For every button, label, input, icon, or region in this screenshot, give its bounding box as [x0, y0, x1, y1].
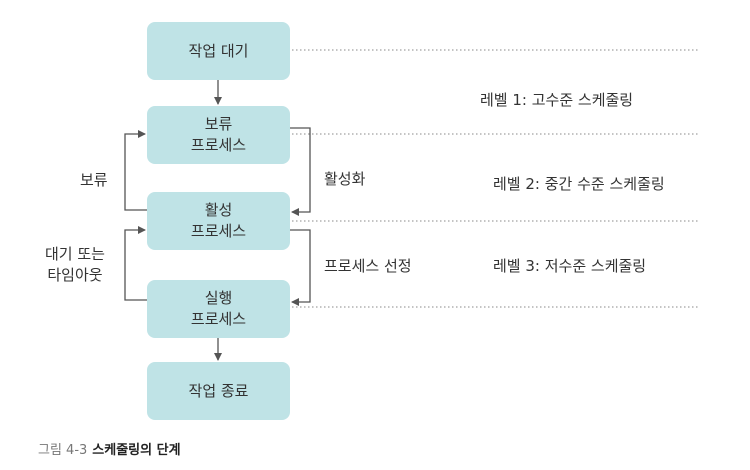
- box-active-process-label: 활성 프로세스: [190, 201, 247, 240]
- label-hold-loop: 보류: [80, 171, 108, 189]
- bracket-activate: [290, 127, 311, 216]
- box-hold-process-label: 보류 프로세스: [190, 115, 247, 154]
- bracket-select: [290, 229, 311, 306]
- label-activate: 활성화: [324, 170, 366, 188]
- box-active-process: 활성 프로세스: [147, 192, 290, 250]
- box-run-process-label: 실행 프로세스: [190, 289, 247, 328]
- box-job-wait-label: 작업 대기: [188, 41, 249, 60]
- figure-caption-number: 그림 4-3: [38, 443, 88, 458]
- figure-caption: 그림 4-3 스케줄링의 단계: [38, 443, 181, 459]
- level-2-label: 레벨 2: 중간 수준 스케줄링: [493, 175, 665, 193]
- label-wait-timeout: 대기 또는 타임아웃: [45, 245, 105, 284]
- box-job-wait: 작업 대기: [147, 22, 290, 80]
- box-run-process: 실행 프로세스: [147, 280, 290, 338]
- level-3-label: 레벨 3: 저수준 스케줄링: [493, 257, 647, 275]
- figure-caption-title: 스케줄링의 단계: [92, 443, 181, 458]
- label-process-select: 프로세스 선정: [324, 257, 412, 275]
- level-1-label: 레벨 1: 고수준 스케줄링: [480, 91, 634, 109]
- box-job-end: 작업 종료: [147, 362, 290, 420]
- loop-hold: [124, 130, 147, 211]
- box-job-end-label: 작업 종료: [188, 381, 249, 400]
- loop-wait-timeout: [124, 226, 147, 301]
- box-hold-process: 보류 프로세스: [147, 106, 290, 164]
